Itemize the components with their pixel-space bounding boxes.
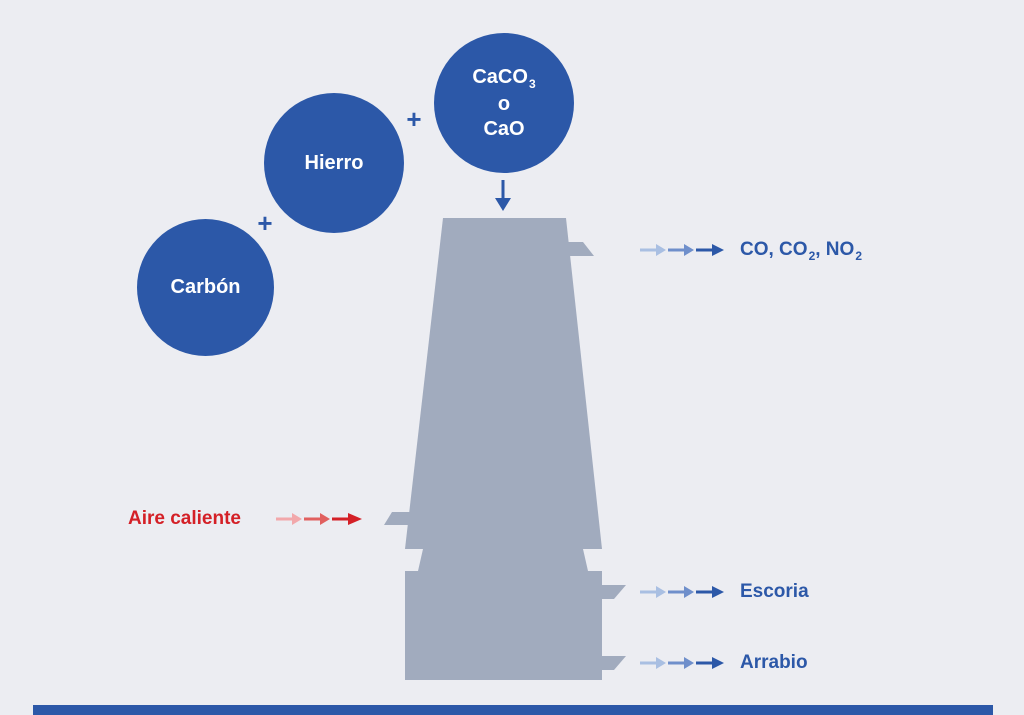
slag-outlet-tab (602, 585, 626, 599)
slag-output-label: Escoria (740, 581, 809, 602)
gas-output-label: CO, CO2, NO2 (740, 239, 862, 263)
iron-outlet-tab (602, 656, 626, 670)
gas-outlet-tab (566, 242, 594, 256)
furnace-bosh (418, 549, 588, 571)
air-input-arrows (276, 513, 362, 525)
iron-label: Hierro (304, 151, 364, 174)
furnace-shaft (405, 218, 602, 549)
slag-output-arrows (640, 586, 724, 598)
limestone-line2: o (497, 92, 511, 115)
plus-sign-2: + (406, 104, 422, 134)
iron-circle: Hierro (264, 93, 404, 233)
limestone-circle: CaCO3 o CaO (434, 33, 574, 173)
iron-output-label: Arrabio (740, 652, 808, 673)
carbon-circle: Carbón (137, 219, 274, 356)
limestone-line3: CaO (483, 117, 525, 140)
plus-sign-1: + (257, 208, 273, 238)
feed-down-arrow (495, 180, 511, 211)
iron-output-arrows (640, 657, 724, 669)
limestone-line1: CaCO3 (472, 65, 536, 91)
gas-output-arrows (640, 244, 724, 256)
air-input-label: Aire caliente (128, 508, 241, 529)
air-inlet-tab (384, 512, 410, 525)
bottom-bar (33, 705, 993, 715)
furnace-hearth (405, 571, 602, 680)
carbon-label: Carbón (170, 276, 241, 298)
